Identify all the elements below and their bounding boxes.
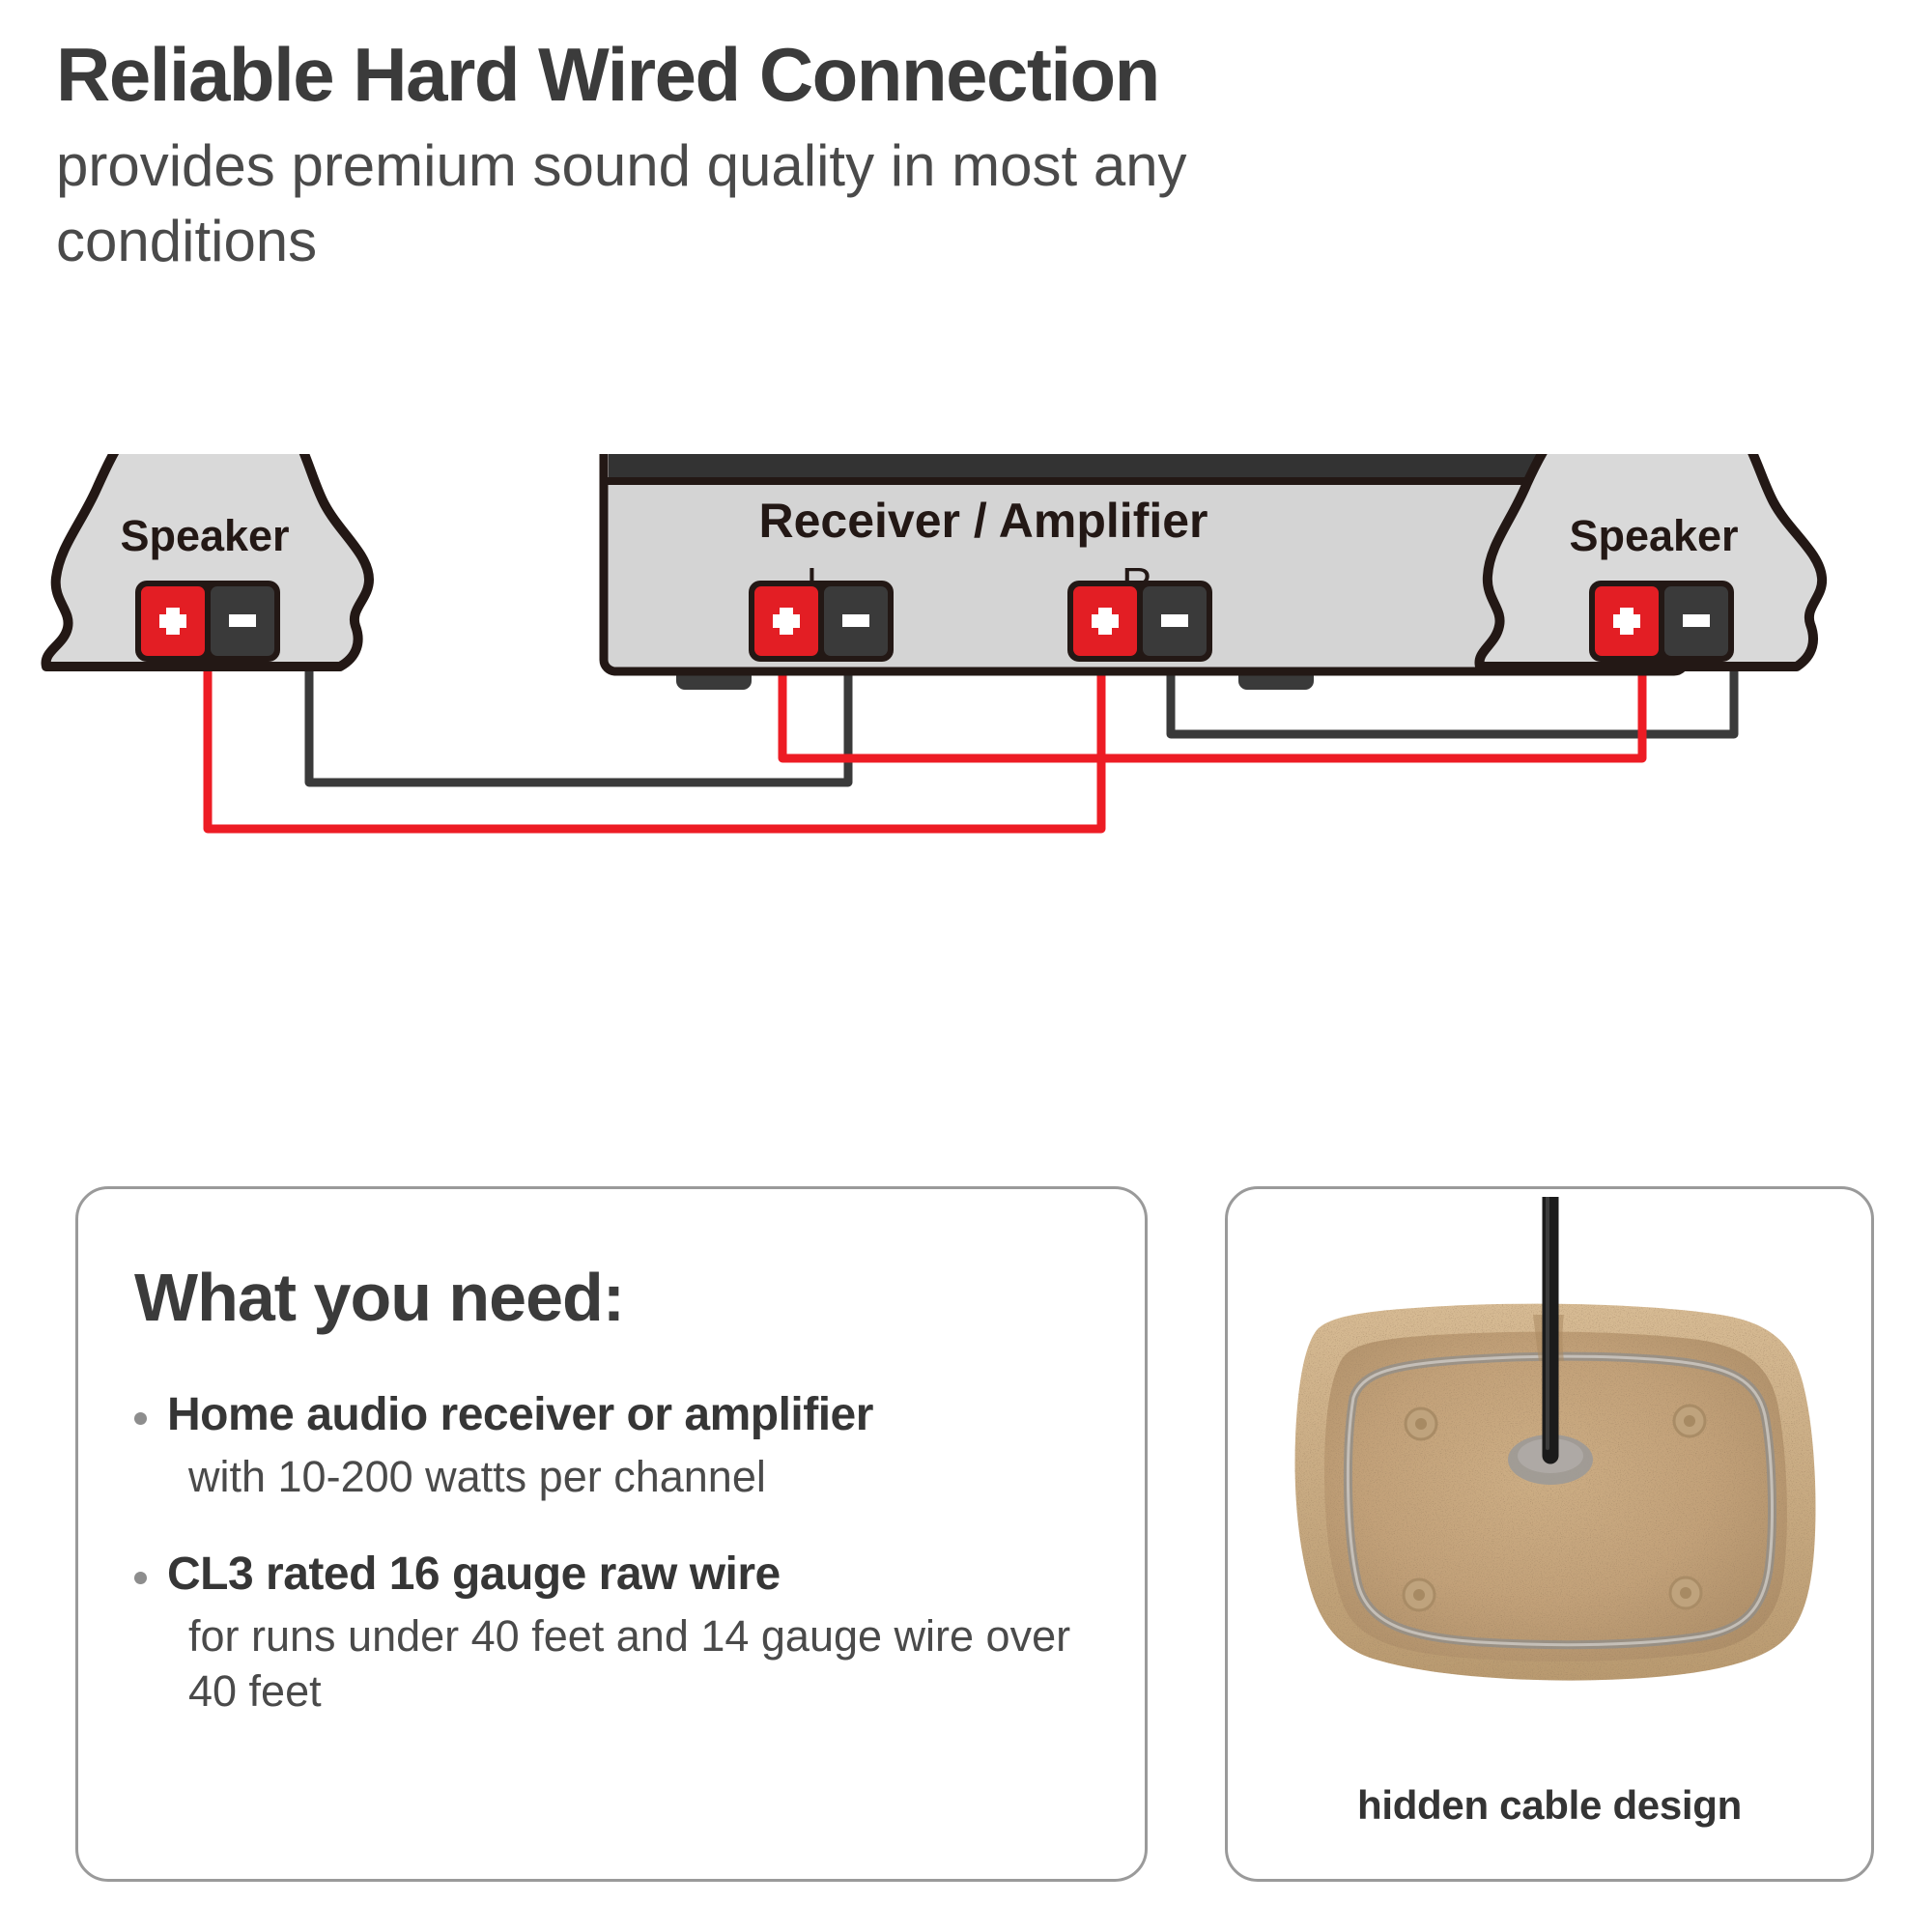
- page-subtitle: provides premium sound quality in most a…: [56, 132, 1187, 273]
- page-title: Reliable Hard Wired Connection: [56, 32, 1160, 117]
- what-you-need-title: What you need:: [134, 1260, 625, 1335]
- list-item: CL3 rated 16 gauge raw wire for runs und…: [123, 1547, 1106, 1719]
- speaker-right-body: [1474, 454, 1828, 671]
- speaker-left: Speaker: [41, 454, 374, 671]
- speaker-right-terminals: [1589, 581, 1734, 662]
- speaker-left-label: Speaker: [120, 511, 289, 560]
- wire-left-negative: [304, 662, 853, 787]
- rock-speaker-underside-photo: [1228, 1189, 1871, 1738]
- speaker-left-terminals: [135, 581, 280, 662]
- wiring-diagram: Speaker Receiver / Amplifier L: [0, 454, 1932, 1092]
- rock-body: [1294, 1303, 1816, 1681]
- list-item-detail: for runs under 40 feet and 14 gauge wire…: [188, 1610, 1071, 1717]
- list-item-headline: CL3 rated 16 gauge raw wire: [167, 1548, 781, 1601]
- list-item: Home audio receiver or amplifier with 10…: [123, 1387, 1106, 1504]
- what-you-need-card: What you need: Home audio receiver or am…: [75, 1186, 1148, 1882]
- receiver-left-terminals: [749, 581, 894, 662]
- wire-right-negative: [1166, 662, 1739, 739]
- list-item-headline: Home audio receiver or amplifier: [167, 1389, 873, 1440]
- speaker-left-body: [41, 454, 374, 671]
- speaker-right: Speaker: [1474, 454, 1828, 671]
- receiver-amplifier: Receiver / Amplifier L R: [599, 454, 1690, 690]
- photo-caption: hidden cable design: [1356, 1782, 1743, 1828]
- hidden-cable-photo-card: hidden cable design: [1225, 1186, 1874, 1882]
- what-you-need-list: Home audio receiver or amplifier with 10…: [123, 1387, 1106, 1762]
- wire-left-positive: [203, 662, 1106, 834]
- receiver-right-terminals: [1067, 581, 1212, 662]
- receiver-top-strip: [609, 454, 1681, 481]
- speaker-right-label: Speaker: [1569, 511, 1738, 560]
- list-item-detail: with 10-200 watts per channel: [188, 1451, 766, 1501]
- wire-right-positive: [778, 662, 1647, 763]
- header: Reliable Hard Wired Connection provides …: [56, 35, 1872, 279]
- receiver-label: Receiver / Amplifier: [758, 494, 1208, 548]
